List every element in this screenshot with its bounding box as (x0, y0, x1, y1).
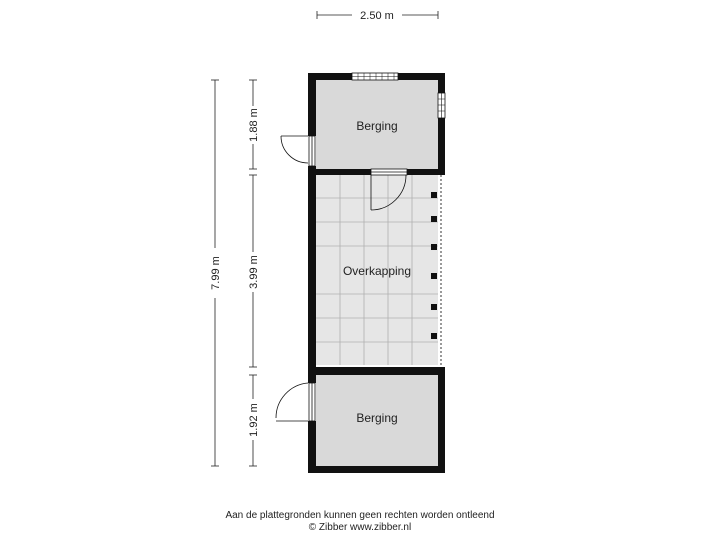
tile-grid (316, 175, 438, 365)
room-label-berging-bottom: Berging (356, 411, 397, 425)
room-label-overkapping: Overkapping (343, 264, 411, 278)
footer-disclaimer: Aan de plattegronden kunnen geen rechten… (225, 510, 495, 521)
door-berging-bottom (275, 382, 316, 422)
footer-copyright: © Zibber www.zibber.nl (308, 522, 412, 533)
berging-bottom-floor (316, 375, 438, 466)
overkapping-floor (316, 175, 438, 365)
dimension-total-label: 7.99 m (210, 256, 222, 290)
window-top (351, 72, 399, 81)
dimension-segments (249, 79, 257, 467)
posts (431, 192, 437, 339)
dimension-total (211, 79, 219, 467)
berging-top-floor (316, 80, 438, 169)
door-berging-top (280, 135, 316, 167)
dimension-width (316, 11, 439, 19)
dimension-width-label: 2.50 m (360, 10, 394, 22)
dimension-berging-bottom-label: 1.92 m (248, 403, 260, 437)
room-label-berging-top: Berging (356, 119, 397, 133)
door-overkapping (370, 168, 408, 211)
dimension-berging-top-label: 1.88 m (248, 108, 260, 142)
window-right (437, 92, 446, 119)
dimension-overkapping-label: 3.99 m (248, 255, 260, 289)
